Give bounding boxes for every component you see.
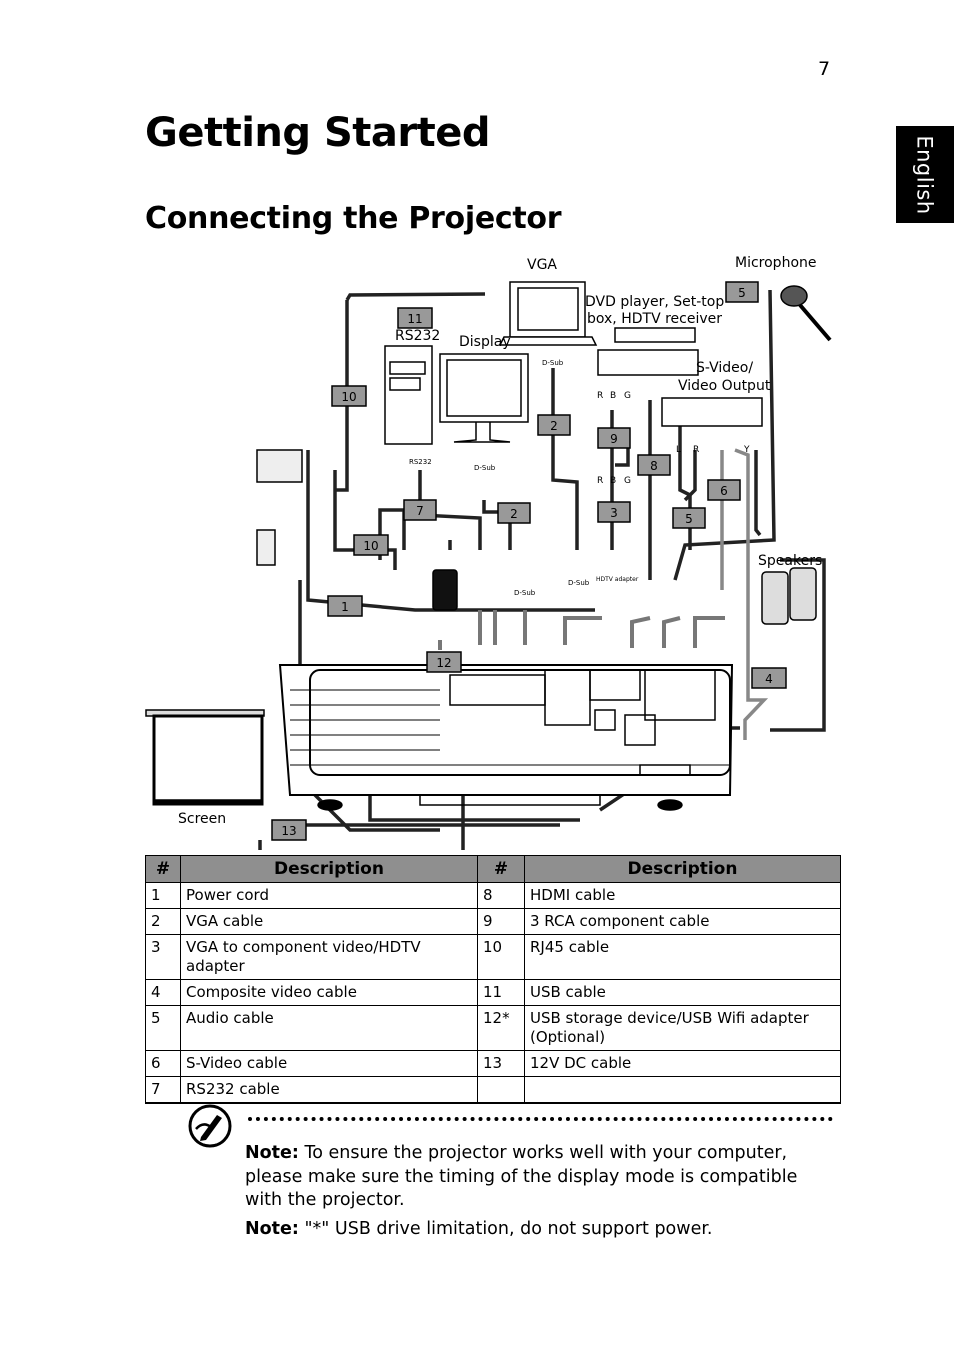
row-desc-right: RJ45 cable bbox=[524, 934, 841, 980]
audio-l: L bbox=[676, 445, 681, 455]
connector-hdtv-adapter: HDTV adapter bbox=[596, 576, 639, 583]
label-svideo-line2: Video Output bbox=[678, 378, 771, 394]
row-num-right: 13 bbox=[477, 1050, 525, 1077]
note-2-label: Note: bbox=[245, 1219, 299, 1239]
callout-2: 2 bbox=[550, 419, 558, 433]
row-num-left: 5 bbox=[145, 1005, 181, 1051]
table-header-row: # Description # Description bbox=[145, 855, 841, 883]
connection-diagram: 1 2 2 3 4 5 5 6 7 8 9 10 10 11 12 13 VGA… bbox=[140, 250, 840, 850]
row-desc-left: VGA cable bbox=[180, 908, 478, 935]
table-row: 5 Audio cable 12* USB storage device/USB… bbox=[145, 1005, 841, 1051]
row-num-right: 11 bbox=[477, 979, 525, 1006]
table-row: 3 VGA to component video/HDTV adapter 10… bbox=[145, 934, 841, 980]
table-row: 1 Power cord 8 HDMI cable bbox=[145, 882, 841, 909]
audio-r: R bbox=[693, 445, 699, 455]
label-dvd-line1: DVD player, Set-top bbox=[585, 294, 724, 310]
label-speakers: Speakers bbox=[758, 553, 822, 569]
language-tab: English bbox=[896, 126, 954, 223]
note-1: Note: To ensure the projector works well… bbox=[245, 1142, 805, 1213]
row-num-right: 12* bbox=[477, 1005, 525, 1051]
row-num-left: 2 bbox=[145, 908, 181, 935]
rca-b-bottom: B bbox=[610, 476, 616, 486]
table-row: 2 VGA cable 9 3 RCA component cable bbox=[145, 908, 841, 935]
row-num-left: 7 bbox=[145, 1076, 181, 1104]
row-num-left: 1 bbox=[145, 882, 181, 909]
callout-6: 6 bbox=[720, 484, 728, 498]
callout-9: 9 bbox=[610, 432, 618, 446]
table-row: 6 S-Video cable 13 12V DC cable bbox=[145, 1050, 841, 1077]
page-number: 7 bbox=[818, 58, 831, 80]
row-num-left: 4 bbox=[145, 979, 181, 1006]
callout-8: 8 bbox=[650, 459, 658, 473]
callout-10b: 10 bbox=[363, 539, 378, 553]
row-num-left: 6 bbox=[145, 1050, 181, 1077]
note-1-label: Note: bbox=[245, 1143, 299, 1163]
rca-g-bottom: G bbox=[624, 476, 631, 486]
table-row: 7 RS232 cable bbox=[145, 1076, 841, 1104]
label-screen: Screen bbox=[178, 811, 226, 827]
callout-4: 4 bbox=[765, 672, 773, 686]
table-row: 4 Composite video cable 11 USB cable bbox=[145, 979, 841, 1006]
row-desc-right: 12V DC cable bbox=[524, 1050, 841, 1077]
row-desc-right: USB cable bbox=[524, 979, 841, 1006]
section-title: Connecting the Projector bbox=[145, 201, 562, 236]
connector-dsub-proj: D-Sub bbox=[514, 589, 536, 597]
rca-r-bottom: R bbox=[597, 476, 603, 486]
video-y: Y bbox=[743, 445, 750, 455]
note-2-text: "*" USB drive limitation, do not support… bbox=[304, 1219, 713, 1239]
label-display: Display bbox=[459, 334, 511, 350]
row-desc-left: Audio cable bbox=[180, 1005, 478, 1051]
row-desc-right: 3 RCA component cable bbox=[524, 908, 841, 935]
row-desc-left: Composite video cable bbox=[180, 979, 478, 1006]
connector-rs232: RS232 bbox=[409, 458, 432, 466]
note-pencil-icon bbox=[187, 1103, 233, 1149]
callout-1: 1 bbox=[341, 600, 349, 614]
callout-12: 12 bbox=[436, 656, 451, 670]
connector-dsub-laptop: D-Sub bbox=[542, 359, 564, 367]
rca-b-top: B bbox=[610, 391, 616, 401]
row-num-right: 9 bbox=[477, 908, 525, 935]
rca-g-top: G bbox=[624, 391, 631, 401]
row-desc-right bbox=[524, 1076, 841, 1104]
connector-dsub-monitor: D-Sub bbox=[474, 464, 496, 472]
callout-13: 13 bbox=[281, 824, 296, 838]
row-desc-left: RS232 cable bbox=[180, 1076, 478, 1104]
label-microphone: Microphone bbox=[735, 255, 817, 271]
label-rs232: RS232 bbox=[395, 328, 440, 344]
row-desc-left: S-Video cable bbox=[180, 1050, 478, 1077]
row-desc-right: HDMI cable bbox=[524, 882, 841, 909]
label-dvd-line2: box, HDTV receiver bbox=[587, 311, 722, 327]
header-desc-2: Description bbox=[524, 855, 841, 883]
note-divider bbox=[248, 1117, 833, 1121]
row-desc-left: Power cord bbox=[180, 882, 478, 909]
row-desc-left: VGA to component video/HDTV adapter bbox=[180, 934, 478, 980]
header-num-1: # bbox=[145, 855, 181, 883]
row-num-right bbox=[477, 1076, 525, 1104]
note-2: Note: "*" USB drive limitation, do not s… bbox=[245, 1218, 805, 1242]
row-desc-right: USB storage device/USB Wifi adapter (Opt… bbox=[524, 1005, 841, 1051]
callout-2b: 2 bbox=[510, 507, 518, 521]
language-tab-label: English bbox=[913, 134, 938, 215]
callout-10: 10 bbox=[341, 390, 356, 404]
row-num-right: 8 bbox=[477, 882, 525, 909]
rca-r-top: R bbox=[597, 391, 603, 401]
row-num-right: 10 bbox=[477, 934, 525, 980]
note-1-text: To ensure the projector works well with … bbox=[245, 1143, 798, 1210]
cable-legend-table: # Description # Description 1 Power cord… bbox=[145, 855, 841, 1104]
header-desc-1: Description bbox=[180, 855, 478, 883]
label-vga: VGA bbox=[527, 257, 557, 273]
callout-5b: 5 bbox=[685, 512, 693, 526]
page-title: Getting Started bbox=[145, 110, 490, 156]
row-num-left: 3 bbox=[145, 934, 181, 980]
header-num-2: # bbox=[477, 855, 525, 883]
callout-3: 3 bbox=[610, 506, 618, 520]
connector-dsub-adapter: D-Sub bbox=[568, 579, 590, 587]
callout-7: 7 bbox=[416, 504, 424, 518]
callout-5: 5 bbox=[738, 286, 746, 300]
callout-11: 11 bbox=[407, 312, 422, 326]
label-svideo-line1: S-Video/ bbox=[696, 360, 753, 376]
